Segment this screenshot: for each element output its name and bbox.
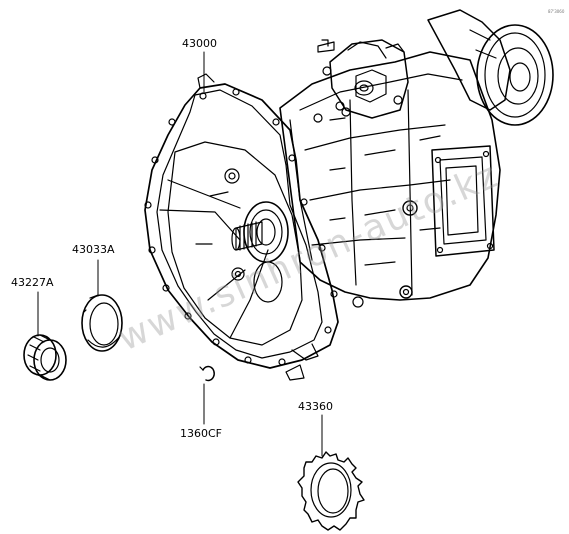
oil-seal <box>81 294 123 352</box>
rear-output-flange <box>427 9 554 126</box>
side-cover-plate <box>431 145 495 257</box>
synchronizer-ring <box>297 451 365 531</box>
bell-housing <box>144 73 339 381</box>
part-label-43227A: 43227A <box>11 276 54 289</box>
leader-lines <box>37 51 323 457</box>
corner-reference-mark: 87'3060 <box>548 9 565 14</box>
part-label-1360CF: 1360CF <box>180 427 223 440</box>
snap-ring <box>199 365 215 382</box>
needle-bearing <box>23 334 67 381</box>
transmission-assembly <box>144 9 554 381</box>
part-label-43033A: 43033A <box>72 243 115 256</box>
shift-tower <box>317 39 409 119</box>
input-shaft <box>231 201 289 263</box>
part-label-43000: 43000 <box>182 37 217 50</box>
part-label-43360: 43360 <box>298 400 333 413</box>
